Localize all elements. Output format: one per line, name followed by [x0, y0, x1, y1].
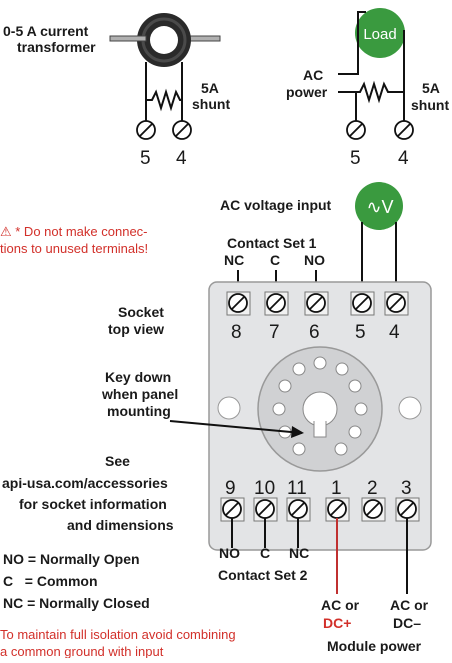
socket-label-5: 5	[355, 322, 366, 343]
contact-set-1-title: Contact Set 1	[227, 235, 317, 251]
contact-set-1-nc: NC	[224, 252, 244, 268]
socket-terminal-3	[395, 497, 420, 522]
ct-terminal-4-label: 4	[176, 148, 187, 169]
key-pointer-arrowhead-icon	[291, 426, 304, 438]
ct-shunt-line1: 5A	[201, 80, 219, 96]
socket-label-4: 4	[389, 322, 400, 343]
isolation-warning: To maintain full isolation avoid combini…	[0, 627, 236, 659]
isolation-warning-line1: To maintain full isolation avoid combini…	[0, 627, 236, 642]
ct-title-line1: 0-5 A current	[3, 23, 89, 39]
key-note-line2: when panel	[101, 386, 178, 402]
legend-line3: NC = Normally Closed	[3, 595, 150, 611]
ct-terminal-4	[172, 120, 192, 140]
contact-set-2-title: Contact Set 2	[218, 567, 308, 583]
socket-label-6: 6	[309, 322, 320, 343]
socket-bottom-terminals	[220, 497, 420, 522]
module-power-right-line1: AC or	[390, 597, 429, 613]
ct-terminal-5-label: 5	[140, 148, 151, 169]
load-label: Load	[363, 26, 396, 43]
socket-label-7: 7	[269, 322, 280, 343]
pt-shunt-resistor	[356, 80, 404, 104]
warning-line1: ⚠ * Do not make connec-	[0, 224, 148, 239]
socket-key-notch-join	[313, 417, 327, 421]
pt-terminal-4-label: 4	[398, 148, 409, 169]
socket-top-view-line1: Socket	[118, 304, 164, 320]
conductor-rod-left	[109, 35, 147, 42]
module-power-right-line2: DC–	[393, 615, 421, 631]
ct-title-line2: transformer	[17, 39, 96, 55]
socket-terminal-7	[264, 291, 289, 316]
module-power-left-line2: DC+	[323, 615, 351, 631]
pt-terminal-5	[346, 120, 366, 140]
socket-label-11: 11	[287, 478, 307, 499]
socket-terminal-2	[361, 497, 386, 522]
legend-line1: NO = Normally Open	[3, 551, 140, 567]
ac-voltage-input-label: AC voltage input	[220, 197, 332, 213]
contact-set-2-no: NO	[219, 545, 240, 561]
socket-terminal-1	[325, 497, 350, 522]
module-power-title: Module power	[327, 638, 422, 654]
socket-terminal-8	[226, 291, 251, 316]
socket-annotations: Socket top view Key down when panel moun…	[2, 304, 304, 533]
ac-source-circle	[355, 182, 403, 230]
current-transformer-panel: 0-5 A current transformer 5A shunt 5 4	[3, 13, 230, 169]
socket-terminal-5	[350, 291, 375, 316]
socket-terminal-9	[220, 497, 245, 522]
ac-power-line1: AC	[303, 67, 323, 83]
load-circle	[355, 8, 405, 58]
key-note-line1: Key down	[105, 369, 171, 385]
pt-terminal-4	[394, 120, 414, 140]
socket-terminal-11	[286, 497, 311, 522]
contact-set-1: Contact Set 1 NC C NO	[224, 235, 325, 300]
socket-label-10: 10	[254, 478, 275, 499]
contact-set-2-nc: NC	[289, 545, 309, 561]
socket-label-3: 3	[401, 478, 412, 499]
ac-power-line2: power	[286, 84, 328, 100]
ct-terminal-5	[136, 120, 156, 140]
ct-toroid-hole	[150, 26, 178, 54]
ac-power-wire-top	[338, 11, 366, 75]
ac-voltage-input: AC voltage input ∿V	[220, 182, 403, 300]
contact-set-2-c: C	[260, 545, 270, 561]
see-note-line2: api-usa.com/accessories	[2, 475, 168, 491]
ct-shunt-resistor	[146, 88, 182, 112]
see-note-line4: and dimensions	[67, 517, 174, 533]
unused-terminals-warning: ⚠ * Do not make connec- tions to unused …	[0, 224, 148, 256]
socket-key-notch	[313, 418, 327, 438]
contact-set-1-no: NO	[304, 252, 325, 268]
abbreviation-legend: NO = Normally Open C = Common NC = Norma…	[3, 551, 150, 611]
socket-label-9: 9	[225, 478, 236, 499]
contact-set-2: NO C NC Contact Set 2	[218, 518, 309, 583]
see-note-line3: for socket information	[19, 496, 167, 512]
pt-terminal-5-label: 5	[350, 148, 361, 169]
key-note-line3: mounting	[107, 403, 171, 419]
pt-shunt-line2: shunt	[411, 97, 449, 113]
ct-shunt-line2: shunt	[192, 96, 230, 112]
contact-set-1-c: C	[270, 252, 280, 268]
socket-base: 8 7 6 5 4	[208, 281, 432, 551]
load-panel: Load AC power 5A shunt 5 4	[286, 8, 449, 169]
see-note-line1: See	[105, 453, 130, 469]
socket-label-2: 2	[367, 478, 378, 499]
module-power: AC or DC+ AC or DC– Module power	[321, 518, 429, 654]
mounting-hole-left	[217, 396, 241, 420]
socket-top-view-line2: top view	[108, 321, 164, 337]
warning-line2: tions to unused terminals!	[0, 241, 148, 256]
socket-terminal-10	[253, 497, 278, 522]
socket-top-terminals	[226, 291, 409, 316]
socket-terminal-6	[304, 291, 329, 316]
socket-label-1: 1	[331, 478, 342, 499]
isolation-warning-line2: a common ground with input	[0, 644, 164, 658]
mounting-hole-right	[398, 396, 422, 420]
socket-label-8: 8	[231, 322, 242, 343]
ac-source-symbol-icon: ∿V	[366, 197, 393, 217]
socket-terminal-4	[384, 291, 409, 316]
module-power-left-line1: AC or	[321, 597, 360, 613]
key-pointer-arrow	[169, 420, 303, 434]
pt-shunt-line1: 5A	[422, 80, 440, 96]
legend-line2: C = Common	[3, 573, 98, 589]
